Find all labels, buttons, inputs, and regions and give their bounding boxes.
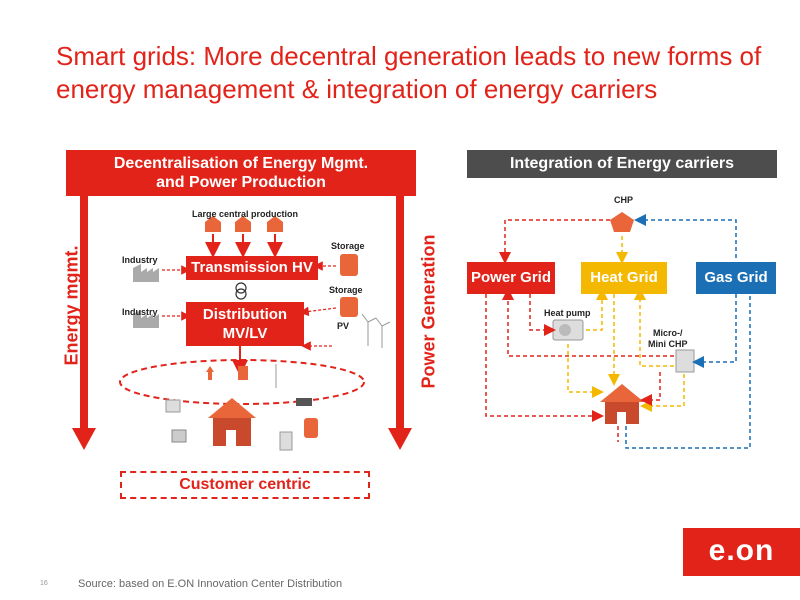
distribution-box: Distribution MV/LV xyxy=(186,302,304,346)
heat-grid-box: Heat Grid xyxy=(581,262,667,294)
power-grid-box: Power Grid xyxy=(467,262,555,294)
customer-centric-box: Customer centric xyxy=(120,471,370,499)
industry-icon xyxy=(133,264,159,328)
chp-icon xyxy=(610,212,634,232)
micro-chp-icon xyxy=(675,349,695,373)
micro-chp-line-2: Mini CHP xyxy=(648,339,688,349)
storage-label-2: Storage xyxy=(329,285,363,295)
industry-label-1: Industry xyxy=(122,255,158,265)
heat-pump-icon xyxy=(552,319,584,341)
banner-line-2: and Power Production xyxy=(156,174,326,191)
smart-grid-ellipse xyxy=(119,359,365,405)
source-note: Source: based on E.ON Innovation Center … xyxy=(78,578,343,590)
industry-label-2: Industry xyxy=(122,307,158,317)
transmission-box: Transmission HV xyxy=(186,256,318,280)
page-title: Smart grids: More decentral generation l… xyxy=(56,41,762,104)
transformer-icon xyxy=(235,282,247,300)
house-icon xyxy=(208,398,256,446)
eon-logo: e.on xyxy=(683,528,800,576)
distribution-line-1: Distribution xyxy=(202,306,288,323)
wind-turbine-icon xyxy=(361,313,391,348)
energy-mgmt-arrow xyxy=(72,196,96,450)
energy-mgmt-label: Energy mgmt. xyxy=(61,245,82,366)
chp-label: CHP xyxy=(614,195,634,205)
banner-line-1: Decentralisation of Energy Mgmt. xyxy=(113,155,369,172)
page-number: 16 xyxy=(40,580,48,587)
pv-label: PV xyxy=(337,321,350,331)
storage-label-1: Storage xyxy=(331,241,365,251)
decentralisation-banner: Decentralisation of Energy Mgmt. and Pow… xyxy=(66,150,416,196)
integration-banner: Integration of Energy carriers xyxy=(467,150,777,178)
device-icons xyxy=(165,364,318,451)
factory-icon xyxy=(205,216,283,258)
power-generation-arrow xyxy=(388,196,412,450)
storage-icon xyxy=(340,254,358,317)
power-generation-label: Power Generation xyxy=(418,234,439,389)
gas-grid-box: Gas Grid xyxy=(696,262,776,294)
heat-pump-label: Heat pump xyxy=(544,308,591,318)
distribution-line-2: MV/LV xyxy=(222,325,268,342)
micro-chp-label: Micro-/ Mini CHP xyxy=(648,328,688,350)
large-central-production-label: Large central production xyxy=(192,209,299,219)
house-icon-right xyxy=(600,384,644,424)
micro-chp-line-1: Micro-/ xyxy=(652,328,683,338)
